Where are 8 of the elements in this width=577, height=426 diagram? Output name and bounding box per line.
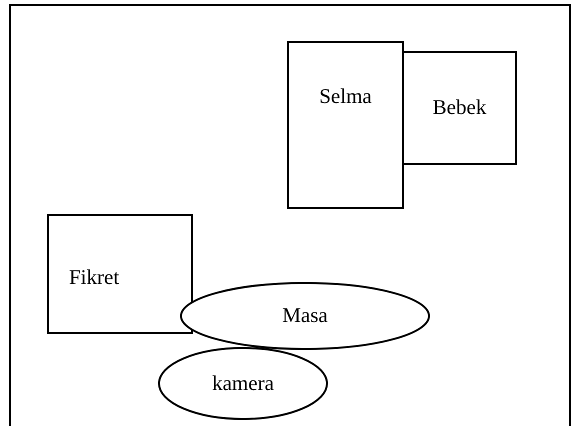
person-name: Selma	[319, 85, 372, 108]
table-label: Masa	[282, 304, 328, 328]
person-box	[402, 51, 517, 165]
person-box	[47, 214, 193, 334]
person-name: Fikret	[69, 266, 120, 290]
camera-label: kamera	[212, 372, 274, 396]
person-name: Bebek	[432, 96, 486, 120]
person-box	[287, 41, 404, 209]
